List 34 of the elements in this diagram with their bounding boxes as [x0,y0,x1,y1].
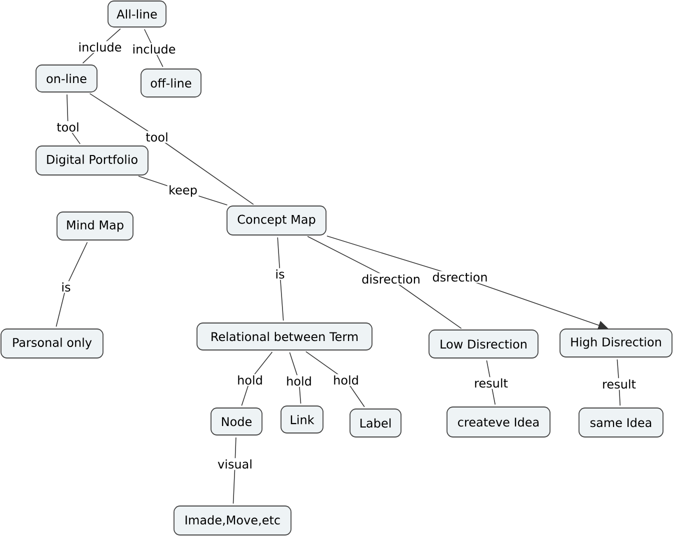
concept-box: same Idea [578,408,664,438]
concept-box: Link [280,406,324,434]
connector-line [56,242,88,328]
link-label: tool [55,121,81,133]
link-label: hold [332,374,360,386]
link-label: result [472,377,510,389]
link-label: keep [167,184,199,198]
link-label: is [60,281,72,293]
link-label: result [600,378,638,390]
concept-box: All-line [108,0,166,28]
concept-box: on-line [36,64,98,92]
concept-box: off-line [140,68,202,98]
concept-box: Low Disrection [428,330,538,358]
link-label: visual [216,458,254,470]
concept-box: Relational between Term [196,322,372,350]
link-label: tool [144,131,170,143]
concept-box: Node [210,408,262,436]
concept-box: createve Idea [446,406,550,438]
connector-line [277,237,284,321]
concept-box: Label [350,408,402,438]
concept-box: Parsonal only [0,328,104,358]
concept-box: Concept Map [226,206,326,236]
link-label: hold [284,375,314,387]
concept-box: Digital Portfolio [36,146,148,176]
connector-line [89,93,254,205]
link-label: disrection [360,273,422,285]
concept-box: Imade,Move,etc [174,506,292,536]
link-label: dsrection [431,271,489,283]
link-label: include [77,41,123,53]
link-label: hold [236,374,264,386]
concept-box: High Disrection [560,328,672,358]
link-label: is [274,268,286,280]
concept-box: Mind Map [56,212,134,240]
link-label: include [131,43,177,55]
